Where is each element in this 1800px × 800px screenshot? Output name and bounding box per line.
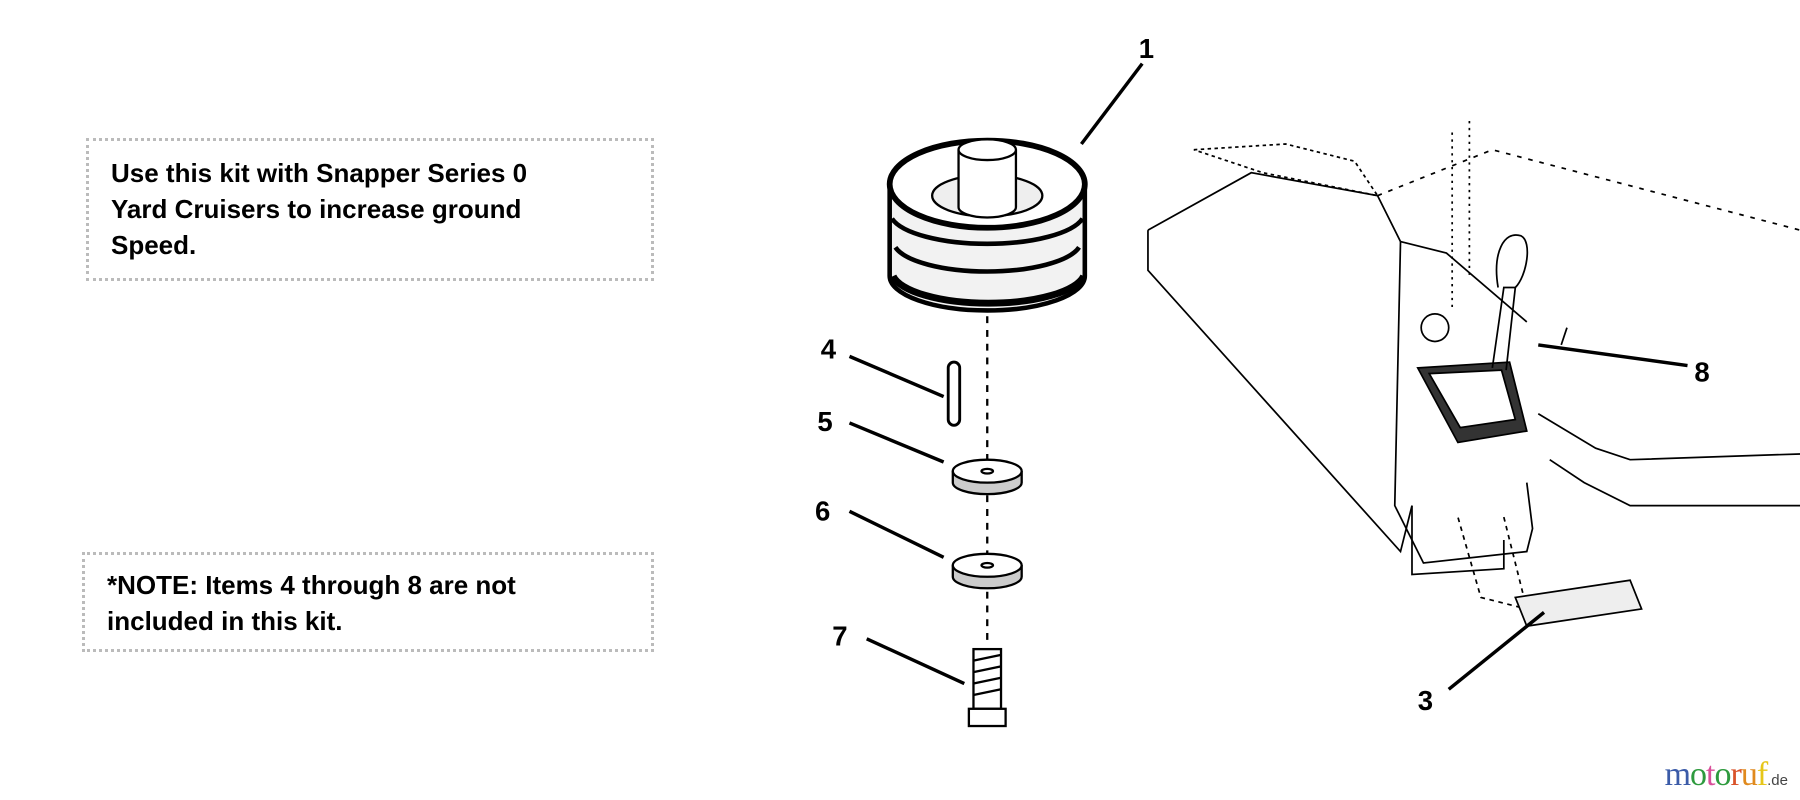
callout-5: 5: [817, 406, 832, 437]
callout-1: 1: [1139, 33, 1154, 64]
callout-3: 3: [1418, 685, 1433, 716]
note-line: Use this kit with Snapper Series 0: [111, 158, 528, 188]
note-line: included in this kit.: [107, 606, 343, 636]
tractor-body: [1147, 121, 1800, 628]
watermark-letter: t: [1706, 756, 1716, 793]
note-line: *NOTE: Items 4 through 8 are not: [107, 570, 516, 600]
watermark-letter: f: [1756, 756, 1768, 793]
washer-part: [951, 458, 1023, 496]
watermark-letter: m: [1664, 756, 1691, 793]
callout-6: 6: [815, 496, 830, 527]
exclusion-note: *NOTE: Items 4 through 8 are not include…: [82, 552, 654, 652]
callout-7: 7: [832, 621, 847, 652]
note-line: Speed.: [111, 230, 197, 260]
watermark-letter: o: [1714, 756, 1731, 793]
bolt-part: [967, 647, 1007, 728]
watermark-letter: u: [1740, 756, 1758, 793]
leader-lines: [848, 62, 1688, 691]
watermark-suffix: .de: [1767, 772, 1788, 789]
callout-8: 8: [1694, 357, 1709, 388]
callout-4: 4: [821, 334, 837, 365]
watermark-letter: o: [1690, 756, 1707, 793]
washer-part: [951, 552, 1023, 590]
note-line: Yard Cruisers to increase ground: [111, 194, 522, 224]
motoruf-watermark: motoruf.de: [1665, 756, 1788, 794]
kit-usage-note: Use this kit with Snapper Series 0 Yard …: [86, 138, 654, 281]
watermark-letter: r: [1730, 756, 1741, 793]
pulley-part: [886, 137, 1088, 313]
pin-part: [946, 360, 962, 427]
